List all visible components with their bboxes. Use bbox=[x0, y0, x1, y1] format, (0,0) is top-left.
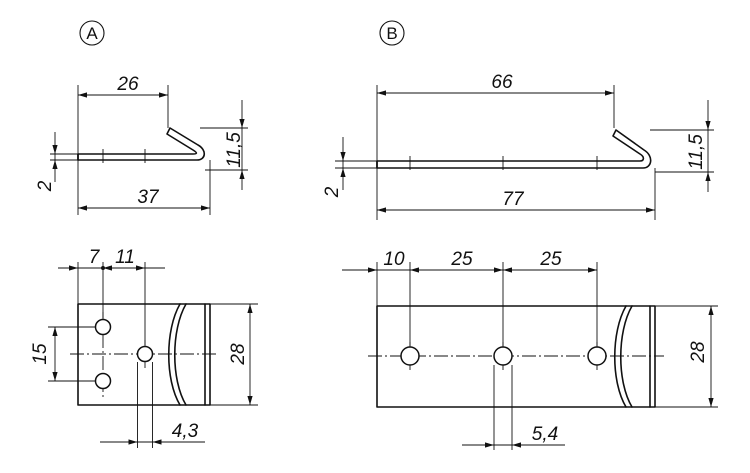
view-a-plan: 7 11 15 28 4,3 bbox=[30, 247, 258, 448]
view-a-label: A bbox=[79, 20, 105, 46]
dim-b-hole-pitch-2: 25 bbox=[539, 249, 562, 270]
view-a: A 26 37 bbox=[30, 20, 258, 448]
dim-a-hole-offset-2: 11 bbox=[115, 247, 135, 268]
dim-a-total-length: 37 bbox=[137, 187, 160, 208]
dim-b-hole-dia: 5,4 bbox=[532, 424, 558, 445]
view-b-label: B bbox=[379, 20, 405, 46]
dim-a-bend-height: 11,5 bbox=[224, 132, 245, 168]
view-a-label-text: A bbox=[86, 24, 98, 43]
dim-b-width: 28 bbox=[688, 341, 709, 364]
dim-a-thickness: 2 bbox=[35, 180, 56, 192]
dim-a-hole-spacing: 15 bbox=[30, 343, 51, 365]
view-b-label-text: B bbox=[386, 24, 397, 43]
dim-a-width: 28 bbox=[228, 343, 249, 366]
view-b-plan: 10 25 25 28 5,4 bbox=[342, 249, 718, 450]
view-b: B 66 77 bbox=[322, 20, 718, 450]
dim-a-hole-offset-1: 7 bbox=[89, 247, 101, 268]
view-a-side: 26 37 11,5 2 bbox=[35, 74, 248, 215]
dim-a-hole-dia: 4,3 bbox=[172, 421, 199, 442]
view-b-side: 66 77 11,5 2 bbox=[322, 72, 714, 220]
dim-b-hole-pitch-1: 25 bbox=[450, 249, 473, 270]
dim-b-bend-height: 11,5 bbox=[686, 134, 707, 170]
dim-b-top-length: 66 bbox=[491, 72, 513, 93]
dim-b-thickness: 2 bbox=[322, 186, 343, 198]
dim-b-total-length: 77 bbox=[502, 189, 525, 210]
dim-b-hole-offset-1: 10 bbox=[383, 249, 405, 270]
dim-a-top-length: 26 bbox=[116, 74, 139, 95]
